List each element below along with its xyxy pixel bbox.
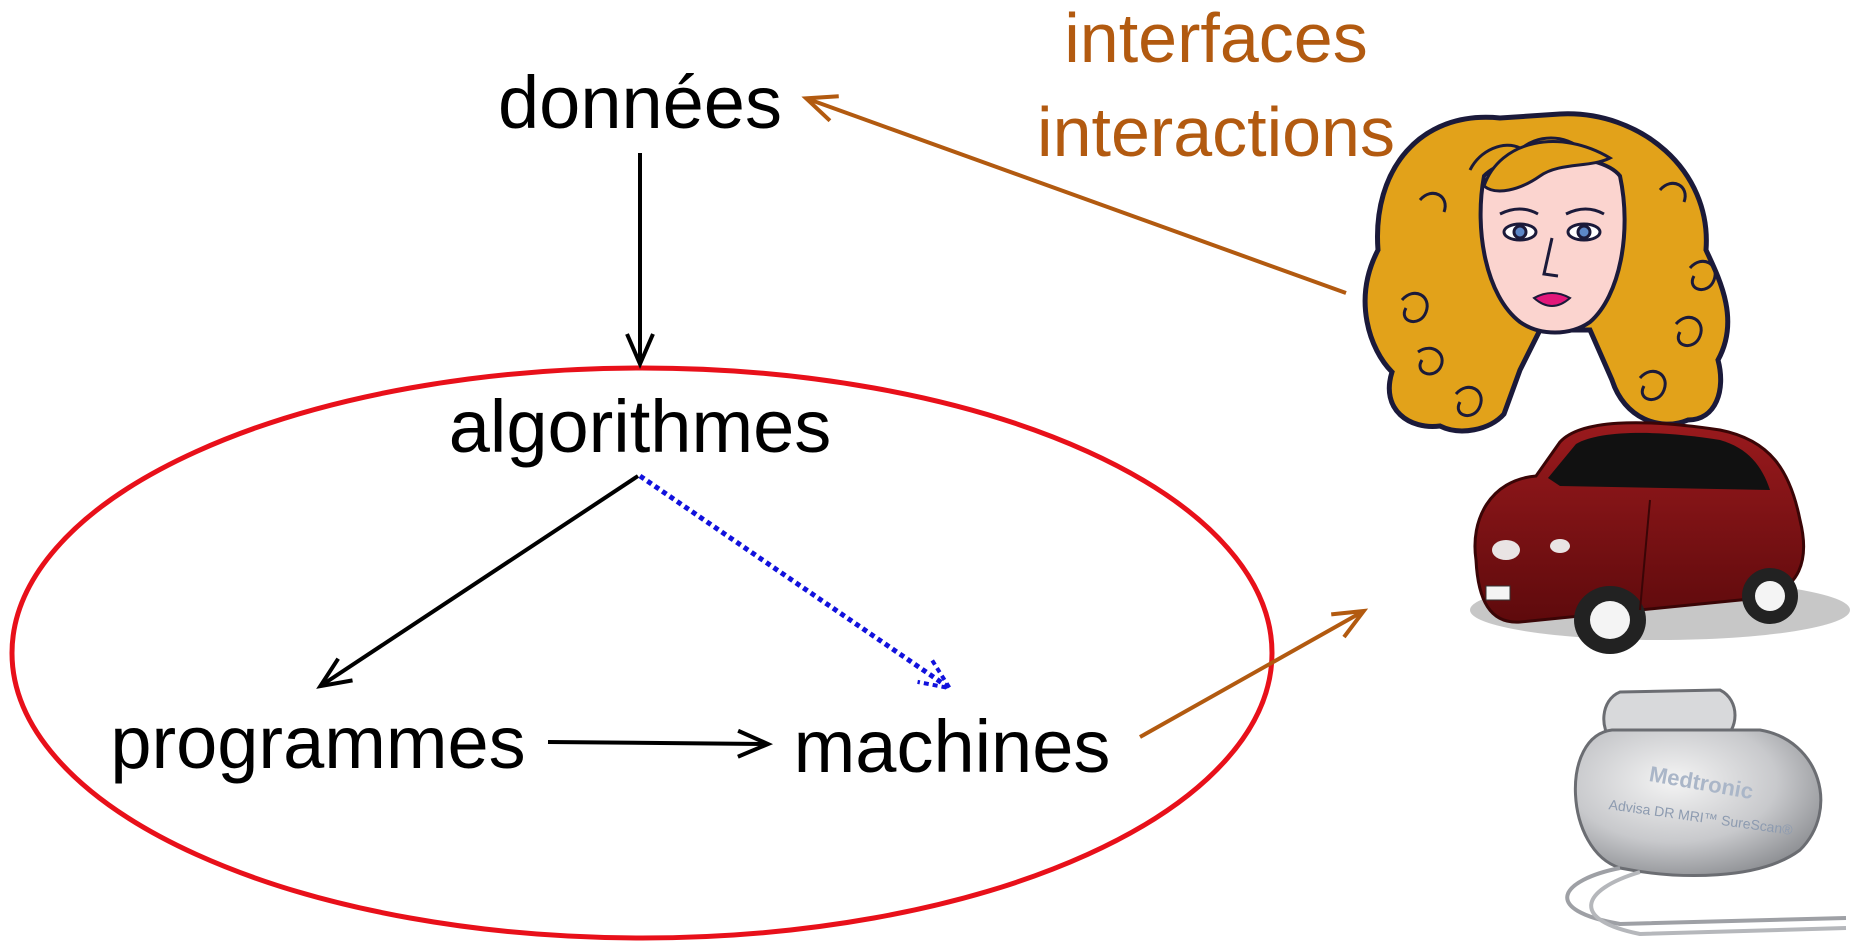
node-donnees: données: [498, 61, 782, 144]
label-interfaces: interfaces: [1064, 0, 1367, 77]
node-machines: machines: [794, 705, 1111, 788]
arrow-programmes-to-machines: [547, 728, 774, 759]
human-face-icon: [1362, 111, 1731, 434]
arrow-human-to-donnees: [801, 94, 1347, 295]
pacemaker-icon: Medtronic Advisa DR MRI™ SureScan®: [1565, 688, 1847, 937]
arrow-algorithmes-to-programmes: [316, 474, 640, 689]
arrow-machines-to-devices: [1139, 608, 1369, 739]
node-programmes: programmes: [110, 701, 525, 784]
car-icon: [1470, 421, 1850, 654]
node-algorithmes: algorithmes: [449, 385, 832, 468]
arrow-algorithmes-to-machines-dotted: [638, 473, 948, 687]
label-interactions: interactions: [1037, 93, 1395, 171]
